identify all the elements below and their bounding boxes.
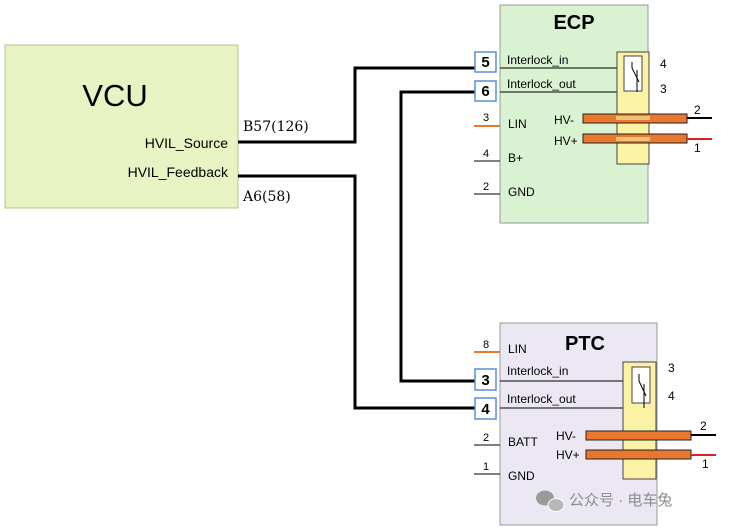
ecp-conn-pin-3: 3	[660, 82, 667, 96]
ptc-pin-label-batt: BATT	[508, 435, 538, 449]
ecp-title: ECP	[553, 12, 594, 34]
wire-ecp-to-ptc	[399, 90, 478, 383]
ptc-pin-label-interlock-out: Interlock_out	[507, 392, 576, 406]
ptc-pin-num-batt: 2	[483, 432, 489, 444]
ecp-pin-label-bplus: B+	[508, 151, 523, 165]
ptc-pin-num-interlock-out: 4	[481, 401, 490, 418]
ecp-pin-num-bplus: 4	[483, 148, 489, 160]
watermark-text: 公众号 · 电车兔	[569, 492, 672, 509]
ptc-pin-num-gnd: 1	[483, 461, 489, 473]
interlock-wires	[238, 66, 478, 410]
ecp-conn-pin-2: 2	[694, 103, 701, 117]
ecp-pin-label-interlock-out: Interlock_out	[507, 77, 576, 91]
wechat-icon	[536, 490, 565, 512]
ptc-pin-label-gnd: GND	[508, 469, 535, 483]
vcu-pin-source: HVIL_Source	[145, 135, 228, 151]
ecp-pin-label-lin: LIN	[508, 117, 527, 131]
ecp-pin-num-interlock-out: 6	[481, 83, 489, 100]
ptc-conn-pin-4: 4	[668, 389, 675, 403]
vcu-title: VCU	[82, 78, 147, 113]
ptc-pin-num-lin: 8	[483, 339, 489, 351]
ecp-conn-pin-4: 4	[660, 57, 667, 71]
ptc-pin-label-lin: LIN	[508, 342, 527, 356]
ecp-module: ECP Interlock_in Interlock_out 5 6 3 LIN…	[474, 4, 712, 224]
watermark: 公众号 · 电车兔	[536, 490, 672, 512]
ptc-hv-plus-label: HV+	[556, 448, 580, 462]
wire-label-source: B57(126)	[243, 119, 309, 135]
ecp-pin-label-interlock-in: Interlock_in	[507, 53, 568, 67]
ecp-pin-num-gnd: 2	[483, 181, 489, 193]
ecp-conn-pin-1: 1	[694, 141, 701, 155]
ecp-hv-plus-label: HV+	[554, 134, 578, 148]
ptc-hv-minus-label: HV-	[556, 429, 576, 443]
ptc-conn-pin-2: 2	[700, 419, 707, 433]
ptc-pin-num-interlock-in: 3	[481, 372, 489, 389]
ecp-pin-num-lin: 3	[483, 112, 489, 124]
ecp-pin-label-gnd: GND	[508, 185, 535, 199]
wire-hvil-source	[238, 66, 478, 144]
vcu-module: VCU HVIL_Source HVIL_Feedback	[4, 44, 239, 209]
wire-label-feedback: A6(58)	[242, 189, 291, 205]
ecp-hv-minus-label: HV-	[554, 113, 574, 127]
vcu-pin-feedback: HVIL_Feedback	[128, 164, 229, 180]
wire-hvil-feedback	[238, 174, 478, 410]
ptc-conn-pin-1: 1	[702, 457, 709, 471]
ptc-conn-pin-3: 3	[668, 361, 675, 375]
ecp-pin-num-interlock-in: 5	[481, 54, 489, 71]
ptc-module: PTC 8 LIN Interlock_in Interlock_out 3 4…	[474, 322, 716, 526]
ptc-title: PTC	[565, 333, 605, 355]
ptc-pin-label-interlock-in: Interlock_in	[507, 364, 568, 378]
